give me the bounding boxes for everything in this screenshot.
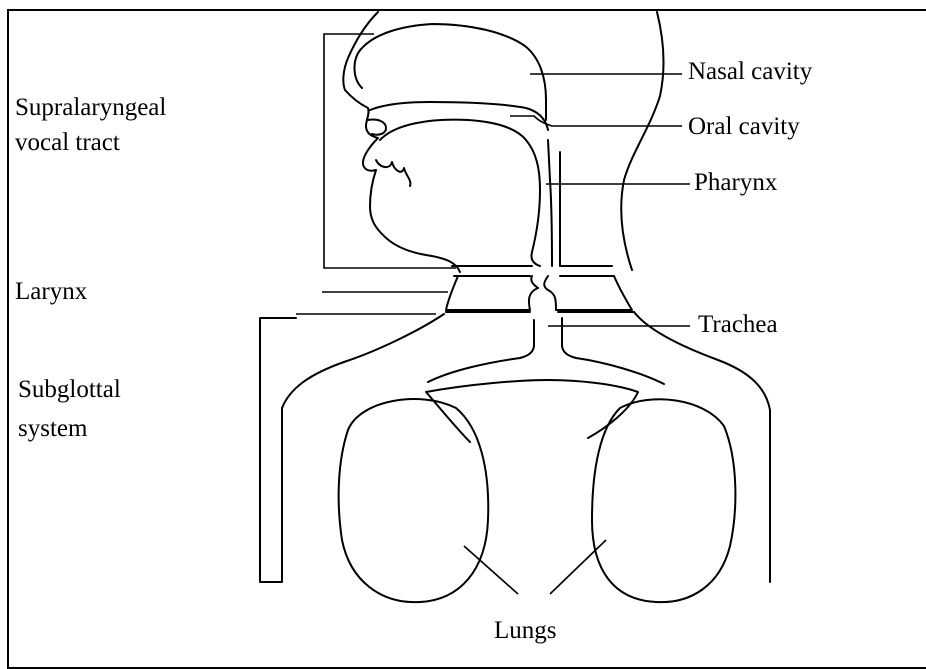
upper-lip [368, 119, 386, 134]
face-profile [343, 12, 460, 272]
label-subglottal-1: Subglottal [18, 375, 121, 405]
label-lungs: Lungs [494, 616, 557, 646]
left-lung [339, 399, 489, 602]
body-right [634, 312, 770, 582]
trachea-left [428, 320, 534, 382]
larynx [446, 276, 632, 310]
bronchi [426, 380, 638, 442]
tongue [380, 120, 540, 266]
leader-lungs-right [550, 540, 606, 594]
label-oral-cavity: Oral cavity [688, 112, 800, 142]
label-supralaryngeal-1: Supralaryngeal [15, 93, 166, 123]
pharynx-wall [548, 140, 552, 266]
label-subglottal-2: system [18, 414, 87, 444]
body-left [260, 314, 444, 582]
head-back [621, 12, 663, 270]
label-supralaryngeal-2: vocal tract [15, 128, 120, 158]
leader-oral [510, 116, 682, 126]
leader-lungs-left [464, 546, 518, 594]
label-pharynx: Pharynx [694, 168, 777, 198]
right-lung [592, 399, 735, 602]
label-trachea: Trachea [698, 310, 778, 340]
label-nasal-cavity: Nasal cavity [688, 57, 812, 87]
trachea-right [562, 318, 664, 384]
lower-lip [376, 160, 410, 186]
label-larynx: Larynx [15, 277, 87, 307]
